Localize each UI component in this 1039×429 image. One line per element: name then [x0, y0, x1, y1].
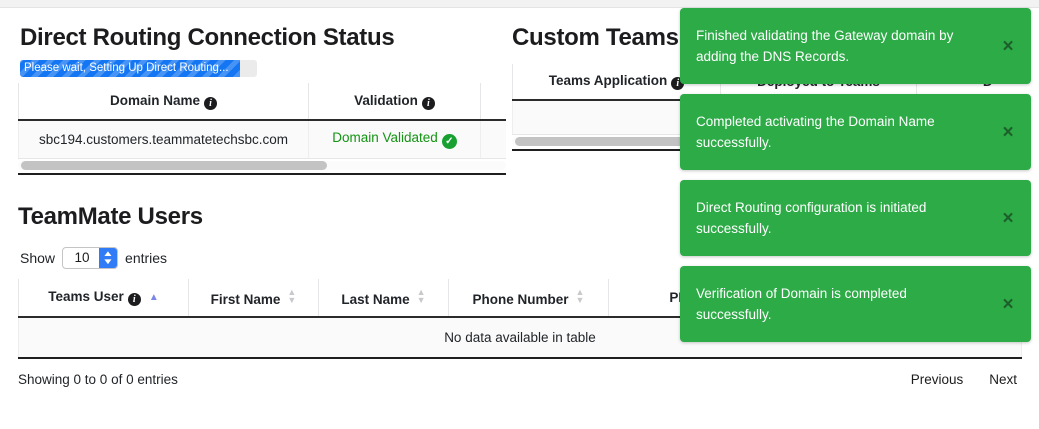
show-label: Show [20, 250, 56, 266]
check-circle-icon: ✓ [441, 134, 457, 149]
column-header-last-name[interactable]: Last Name▲▼ [318, 279, 449, 318]
column-header-calling-enabled[interactable]: Calling Enabled☆ [480, 83, 506, 121]
entries-per-page-value: 10 [74, 250, 90, 265]
table-row: sbc194.customers.teammatetechsbc.com Dom… [18, 120, 506, 159]
cell-validation: Domain Validated✓ [308, 120, 481, 159]
toast-container: Finished validating the Gateway domain b… [680, 8, 1031, 342]
close-icon[interactable]: × [1002, 121, 1014, 143]
stepper-arrows-icon[interactable]: ▲▼ [99, 248, 118, 268]
custom-teams-app-title: Custom Teams A [512, 24, 702, 51]
validation-status: Domain Validated [332, 130, 438, 145]
entries-info: Showing 0 to 0 of 0 entries [18, 372, 178, 387]
toast-notification: Completed activating the Domain Name suc… [680, 94, 1031, 170]
toast-message: Verification of Domain is completed succ… [696, 286, 907, 322]
page-top-strip [0, 0, 1039, 8]
direct-routing-panel: Direct Routing Connection Status Please … [18, 24, 506, 175]
teammate-users-title: TeamMate Users [18, 203, 203, 230]
scrollbar-thumb[interactable] [21, 161, 327, 170]
direct-routing-progress: Please wait, Setting Up Direct Routing..… [20, 60, 257, 77]
info-icon[interactable]: i [204, 96, 218, 110]
toast-message: Direct Routing configuration is initiate… [696, 200, 927, 236]
direct-routing-title: Direct Routing Connection Status [20, 24, 395, 51]
pagination-previous[interactable]: Previous [910, 372, 964, 387]
toast-message: Completed activating the Domain Name suc… [696, 114, 935, 150]
entries-length-control: Show 10 ▲▼ entries [20, 247, 1021, 269]
cell-domain-name: sbc194.customers.teammatetechsbc.com [18, 120, 309, 159]
close-icon[interactable]: × [1002, 35, 1014, 57]
column-header-first-name[interactable]: First Name▲▼ [188, 279, 319, 318]
direct-routing-progress-bar: Please wait, Setting Up Direct Routing..… [20, 60, 241, 77]
sort-ascending-icon: ▲ [148, 292, 159, 303]
info-icon[interactable]: i [421, 96, 435, 110]
table-footer: Showing 0 to 0 of 0 entries Previous Nex… [18, 372, 1021, 387]
info-icon[interactable]: i [127, 293, 141, 306]
horizontal-scrollbar[interactable] [18, 161, 506, 170]
entries-per-page-select[interactable]: 10 ▲▼ [62, 247, 119, 269]
close-icon[interactable]: × [1002, 293, 1014, 315]
sort-arrows-icon: ▲▼ [287, 287, 297, 305]
toast-notification: Verification of Domain is completed succ… [680, 266, 1031, 342]
sort-arrows-icon: ▲▼ [416, 287, 426, 305]
pagination-next[interactable]: Next [989, 372, 1017, 387]
column-header-phone-number[interactable]: Phone Number▲▼ [448, 279, 609, 318]
entries-label: entries [125, 250, 168, 266]
toast-notification: Direct Routing configuration is initiate… [680, 180, 1031, 256]
toast-notification: Finished validating the Gateway domain b… [680, 8, 1031, 84]
close-icon[interactable]: × [1002, 207, 1014, 229]
pagination: Previous Next [911, 372, 1021, 387]
toast-message: Finished validating the Gateway domain b… [696, 28, 954, 64]
cell-calling-enabled: Dire [480, 120, 506, 159]
sort-arrows-icon: ▲▼ [575, 287, 585, 305]
